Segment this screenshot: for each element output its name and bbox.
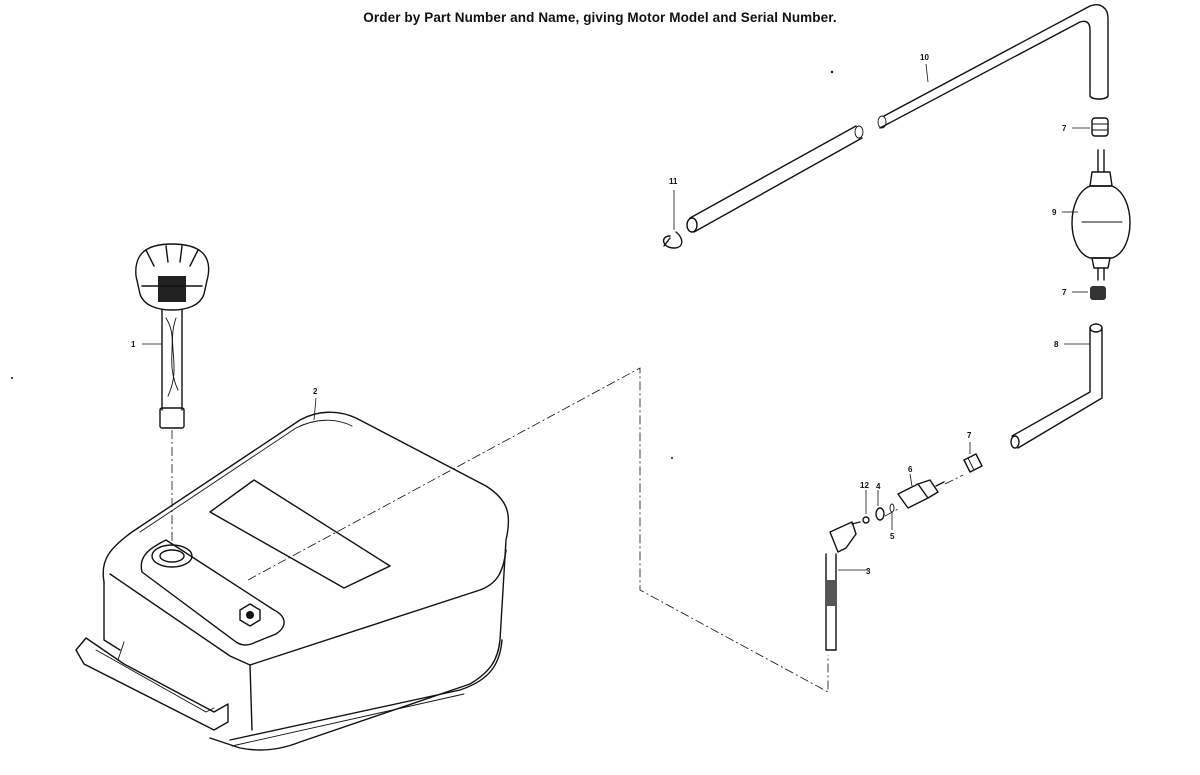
hose-clamp [663, 231, 683, 249]
callout-7-middle: 7 [1062, 288, 1067, 297]
callout-10: 10 [920, 53, 929, 62]
fuel-pickup-tube [825, 521, 861, 651]
callout-4: 4 [876, 482, 881, 491]
assembly-lines [171, 367, 964, 693]
callout-9: 9 [1052, 208, 1057, 217]
fitting-lower [963, 453, 983, 473]
callout-2: 2 [313, 387, 318, 396]
quick-connector [897, 479, 945, 509]
callout-3: 3 [866, 567, 871, 576]
seal-rings [862, 503, 895, 524]
callout-5: 5 [890, 532, 895, 541]
callout-labels: 1 2 3 4 5 6 7 7 7 8 9 10 11 12 [131, 53, 1067, 576]
fitting-upper [1091, 117, 1109, 137]
callout-11: 11 [669, 177, 678, 186]
primer-bulb [1071, 149, 1131, 281]
scan-specks [11, 70, 834, 459]
filler-cap-gauge [135, 243, 210, 429]
callout-7-lower: 7 [967, 431, 972, 440]
fuel-line-lower [1010, 323, 1103, 449]
fitting-middle [1090, 286, 1106, 300]
leader-lines [142, 63, 1090, 571]
callout-1: 1 [131, 340, 136, 349]
callout-6: 6 [908, 465, 913, 474]
callout-8: 8 [1054, 340, 1059, 349]
callout-12: 12 [860, 481, 869, 490]
callout-7-upper: 7 [1062, 124, 1067, 133]
fuel-tank [75, 411, 510, 751]
fuel-line-upper [686, 4, 1109, 233]
header-order-note: Order by Part Number and Name, giving Mo… [363, 10, 837, 25]
